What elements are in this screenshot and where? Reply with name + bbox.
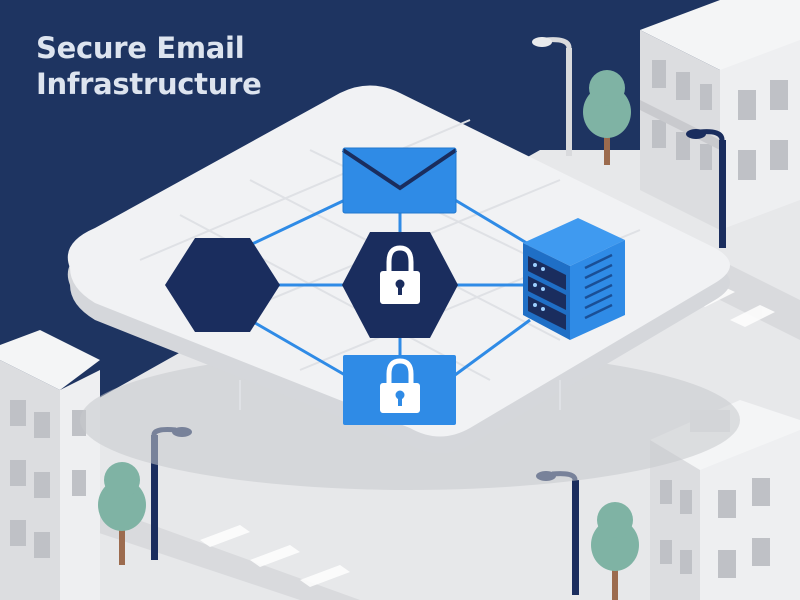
tree-icon (98, 462, 146, 565)
building-bottom-right (650, 400, 800, 600)
street-lamp-icon (532, 37, 572, 156)
lock-icon (380, 245, 420, 304)
building-top-right (640, 0, 800, 230)
envelope-icon (341, 147, 458, 214)
tree-icon (591, 502, 639, 600)
hexagon-node (165, 238, 280, 332)
title-line-1: Secure Email (36, 31, 245, 65)
building-bottom-left (0, 330, 100, 600)
lock-icon (380, 358, 420, 413)
bottom-lock-node (343, 355, 456, 425)
center-lock-node (342, 232, 458, 338)
title-line-2: Infrastructure (36, 67, 262, 101)
server-icon (523, 218, 625, 340)
tree-icon (583, 70, 631, 165)
page-title: Secure Email Infrastructure (36, 30, 262, 102)
street-lamp-icon (686, 129, 726, 248)
